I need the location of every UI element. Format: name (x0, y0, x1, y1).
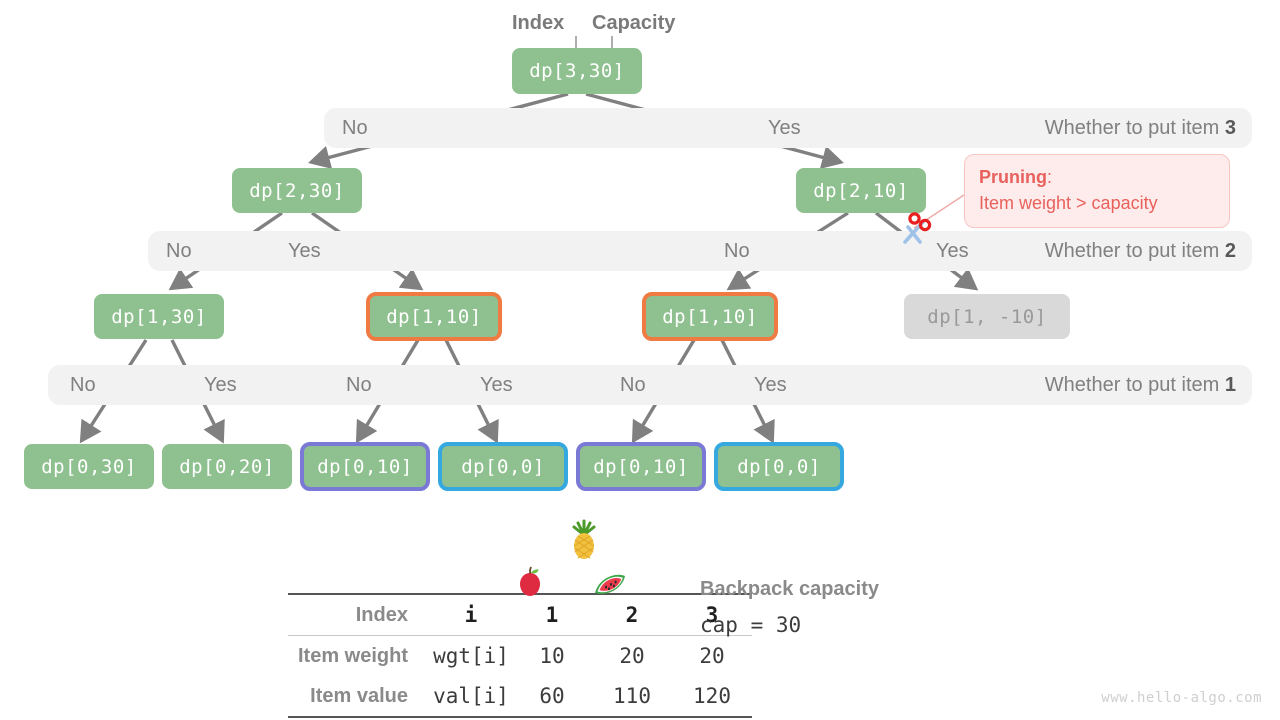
watermelon-icon (595, 574, 625, 594)
band1-question: Whether to put item 1 (1045, 374, 1236, 397)
band1-no-label-a: No (70, 373, 96, 396)
apple-icon (520, 566, 540, 596)
row-label-item-value: Item value (310, 684, 408, 707)
band2-no-label: No (166, 239, 192, 262)
band3-question-item: 3 (1224, 116, 1236, 139)
pruning-title-row: Pruning: (979, 164, 1215, 190)
band1-yes-label-b: Yes (480, 373, 513, 396)
table-row-index: Index i 1 2 3 (288, 593, 752, 636)
cell-weight-3: 20 (672, 635, 752, 676)
node-dp-1-10-duplicate-a[interactable]: dp[1,10] (366, 292, 502, 341)
leaf-dp-0-20[interactable]: dp[0,20] (162, 444, 292, 489)
apple-icon-cell (490, 560, 570, 605)
band1-question-item: 1 (1224, 373, 1236, 396)
band1-yes-label-a: Yes (204, 373, 237, 396)
band3-yes-label: Yes (768, 116, 801, 139)
table-row-weight: Item weight wgt[i] 10 20 20 (288, 635, 752, 676)
watermark: www.hello-algo.com (1101, 690, 1262, 706)
band1-question-text: Whether to put item (1044, 373, 1225, 396)
cell-value-3: 120 (693, 684, 731, 708)
node-dp-1-30[interactable]: dp[1,30] (94, 294, 224, 339)
pineapple-icon (572, 519, 596, 559)
band2-question: Whether to put item 2 (1045, 240, 1236, 263)
watermelon-icon-cell (570, 560, 650, 605)
scissors-icon (903, 212, 932, 244)
items-data-grid: Index i 1 2 3 Item weight wgt[i] 10 20 2… (288, 593, 752, 719)
row-label-item-weight: Item weight (288, 635, 430, 676)
cell-value-1: 60 (539, 684, 565, 708)
table-row-value: Item value val[i] 60 110 120 (288, 676, 752, 717)
cell-i-header: i (430, 593, 512, 636)
band-item-2: No Yes No Yes Whether to put item 2 (148, 231, 1252, 271)
cell-index-2: 2 (592, 593, 672, 636)
cell-weight-1: 10 (512, 635, 592, 676)
capacity-note-value: cap = 30 (700, 613, 802, 637)
capacity-note: Backpack capacity cap = 30 (700, 578, 879, 637)
cell-wgt-label: wgt[i] (430, 635, 512, 676)
band2-no2-label: No (724, 239, 750, 262)
band2-question-item: 2 (1224, 239, 1236, 262)
band3-question: Whether to put item 3 (1045, 117, 1236, 140)
node-dp-1-10-duplicate-b[interactable]: dp[1,10] (642, 292, 778, 341)
table-fruit-row (288, 560, 650, 605)
pruning-colon: : (1047, 167, 1053, 187)
pruning-title: Pruning (979, 167, 1047, 187)
header-capacity-label: Capacity (592, 12, 676, 34)
band3-no-label: No (342, 116, 368, 139)
band-item-3: No Yes Whether to put item 3 (324, 108, 1252, 148)
items-table: Index i 1 2 3 Item weight wgt[i] 10 20 2… (288, 519, 752, 719)
band1-no-label-b: No (346, 373, 372, 396)
cell-value-2: 110 (613, 684, 651, 708)
leaf-dp-0-0-b[interactable]: dp[0,0] (714, 442, 844, 491)
pruning-reason: Item weight > capacity (979, 193, 1158, 213)
cell-index-3: 3 (672, 593, 752, 636)
cell-val-label: val[i] (433, 684, 509, 708)
node-dp-2-10[interactable]: dp[2,10] (796, 168, 926, 213)
node-dp-3-30[interactable]: dp[3,30] (512, 48, 642, 94)
cell-index-1: 1 (512, 593, 592, 636)
band2-question-text: Whether to put item (1044, 239, 1225, 262)
pruning-callout: Pruning: Item weight > capacity (964, 154, 1230, 228)
capacity-note-title: Backpack capacity (700, 578, 880, 600)
band2-yes2-label: Yes (936, 239, 969, 262)
leaf-dp-0-0-a[interactable]: dp[0,0] (438, 442, 568, 491)
items-table-grid (288, 560, 650, 605)
leaf-dp-0-10-b[interactable]: dp[0,10] (576, 442, 706, 491)
table-bottom-rule (288, 716, 752, 719)
band1-no-label-c: No (620, 373, 646, 396)
node-dp-2-30[interactable]: dp[2,30] (232, 168, 362, 213)
header-index-label: Index (512, 12, 565, 34)
cell-weight-2: 20 (592, 635, 672, 676)
band3-question-text: Whether to put item (1044, 116, 1225, 139)
band-item-1: No Yes No Yes No Yes Whether to put item… (48, 365, 1252, 405)
node-dp-1-minus10-pruned[interactable]: dp[1, -10] (904, 294, 1070, 339)
leaf-dp-0-10-a[interactable]: dp[0,10] (300, 442, 430, 491)
band2-yes-label: Yes (288, 239, 321, 262)
leaf-dp-0-30[interactable]: dp[0,30] (24, 444, 154, 489)
row-label-index: Index (288, 593, 430, 636)
band1-yes-label-c: Yes (754, 373, 787, 396)
